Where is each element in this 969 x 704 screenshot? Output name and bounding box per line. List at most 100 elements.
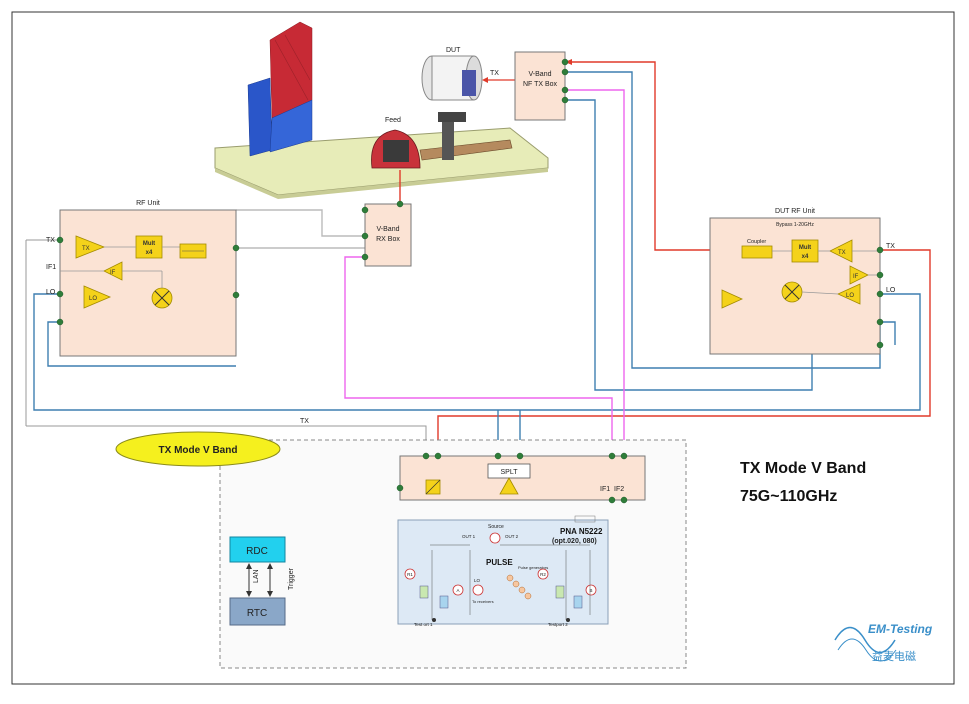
trigger-label: Trigger — [288, 567, 295, 590]
logo-text: EM-Testing — [868, 622, 933, 636]
a-receiver-icon — [452, 584, 464, 596]
dut-mount — [462, 70, 476, 96]
dut-mult-line2: x4 — [802, 254, 809, 260]
r1-receiver-icon — [404, 568, 416, 580]
pna-internal-lines — [431, 550, 591, 620]
dut-lo-amp-label: LO — [846, 293, 854, 299]
rf-unit-title: RF Unit — [136, 200, 160, 207]
rf-unit-lo-label: LO — [46, 289, 56, 296]
if1-label: IF1 — [600, 486, 610, 493]
wire-blue-dut-lower — [880, 321, 896, 345]
port-dot — [516, 452, 524, 460]
b-label: B — [589, 588, 592, 593]
port-dot — [876, 318, 884, 326]
positioner-tower — [442, 120, 454, 160]
rf-tx-amp-label: TX — [82, 246, 90, 252]
vband-nf-tx-box-rect — [514, 51, 566, 121]
lan-arrow-up — [246, 563, 252, 569]
dut-mixer-lo-line — [801, 291, 839, 295]
port-dot — [876, 341, 884, 349]
rf-mixer-x — [154, 290, 170, 306]
to-receivers-label: To receivers — [472, 599, 494, 604]
port-dot — [561, 58, 569, 66]
r2-receiver-icon — [537, 568, 549, 580]
port-dot — [56, 290, 64, 298]
wire-red-arrowhead — [565, 59, 572, 65]
wire-magenta-if2 — [565, 89, 625, 512]
mode-title-line1: TX Mode V Band — [740, 460, 866, 477]
port-dot — [876, 246, 884, 254]
port1-connector — [432, 618, 436, 622]
port-dot — [561, 96, 569, 104]
tx-arrow-label: TX — [490, 70, 499, 77]
feed-horn — [383, 140, 409, 162]
dut-bypass-label: Bypass 1-20GHz — [776, 222, 814, 228]
pna-panel — [397, 519, 609, 625]
rf-lo-amp-label: LO — [89, 296, 97, 302]
wire-magenta-if1 — [344, 256, 613, 512]
logo-cn: 益麦电磁 — [872, 649, 916, 663]
vband-rx-box-rect — [364, 203, 412, 267]
logo-wave-icon — [837, 638, 897, 662]
splt-label: SPLT — [501, 469, 519, 476]
reflector-hatch — [274, 39, 309, 101]
dut-rf-unit: DUT RF Unit Bypass 1-20GHz TX LO Coupler… — [709, 208, 896, 355]
port-dot — [608, 496, 616, 504]
port2-coupler-icon — [555, 585, 565, 599]
if2-label: IF2 — [614, 486, 624, 493]
port-dot — [232, 291, 240, 299]
trigger-arrow-down — [267, 591, 273, 597]
port-dot — [608, 452, 616, 460]
port-dot — [620, 452, 628, 460]
dut-if-amplifier-icon — [849, 265, 869, 285]
absorber-wall-blue — [247, 77, 273, 157]
lan-label: LAN — [253, 569, 260, 583]
rtc-box — [229, 597, 286, 626]
dut-tx-label: TX — [886, 243, 895, 250]
lo-source-icon — [472, 584, 484, 596]
dut-lo-amplifier-icon — [837, 283, 861, 305]
port-dot — [56, 318, 64, 326]
coupler-label: Coupler — [747, 239, 766, 245]
rf-mult-line1: Mult — [143, 241, 155, 247]
port-dot — [396, 484, 404, 492]
port1-coupler-icon — [419, 585, 429, 599]
pulse-label: PULSE — [486, 558, 513, 567]
r2-label: R2 — [540, 572, 546, 577]
logo-wave-icon — [834, 626, 896, 654]
bus-tx-label: TX — [300, 418, 309, 425]
source-icon — [489, 532, 501, 544]
port-dot — [561, 68, 569, 76]
dut-label: DUT — [446, 47, 461, 54]
rf-unit: RF Unit TX IF1 LO TX Mult x4 IF LO — [46, 200, 240, 357]
splitter-strip: SPLT IF1 IF2 — [396, 452, 646, 504]
port-dot — [232, 244, 240, 252]
port1-switch-icon — [439, 595, 449, 609]
rdc-label: RDC — [246, 546, 268, 557]
rf-unit-rect — [59, 209, 237, 357]
test-port1-label: Test ort 1 — [414, 622, 433, 627]
port-dot — [422, 452, 430, 460]
pulse-gen-icon — [506, 574, 514, 582]
positioner-arm — [438, 112, 466, 122]
pna-top-connectors — [574, 515, 596, 523]
vband-nf-tx-box: V-Band NF TX Box — [514, 51, 569, 121]
b-receiver-icon — [585, 584, 597, 596]
dut-lo-label: LO — [886, 287, 896, 294]
wire-red-nftx-to-dut — [565, 61, 742, 251]
mode-badge: TX Mode V Band — [115, 431, 281, 467]
pulse-gen-label: Pulse generators — [518, 565, 548, 570]
splt-coupler-diag — [425, 479, 441, 495]
r1-label: R1 — [407, 572, 413, 577]
pna-line1: PNA N5222 — [560, 527, 603, 536]
wire-blue-rx-to-rf — [236, 209, 365, 237]
nf-tx-box-line2: NF TX Box — [523, 81, 558, 88]
test-port2-label: Testport 2 — [548, 622, 568, 627]
port2-connector — [566, 618, 570, 622]
em-testing-logo: EM-Testing 益麦电磁 — [834, 622, 933, 663]
rf-unit-tx-label: TX — [46, 237, 55, 244]
pna-line2: (opt.020, 080) — [552, 538, 597, 545]
dut-rf-unit-title: DUT RF Unit — [775, 208, 815, 215]
